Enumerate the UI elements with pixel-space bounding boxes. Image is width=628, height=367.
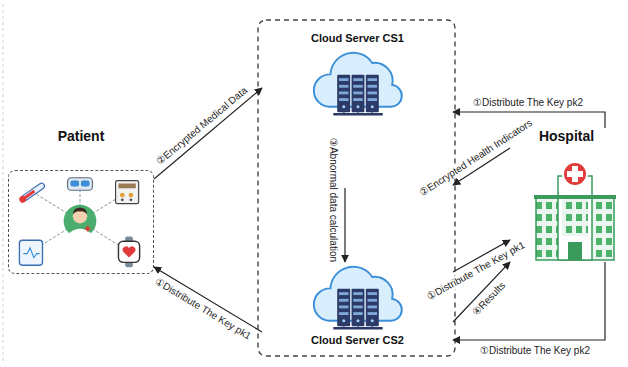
icon-part: [18, 182, 46, 204]
edge-label: ②Encrypted Medical Data: [153, 83, 252, 169]
server-title: Cloud Server CS2: [311, 334, 404, 346]
icon-part: [365, 74, 378, 112]
icon-part: [351, 74, 364, 112]
icon-part: [357, 326, 359, 328]
server-title: Cloud Server CS1: [311, 32, 404, 44]
icon-part: [333, 113, 382, 115]
group-title: Patient: [58, 128, 105, 144]
icon-part: [23, 248, 39, 258]
icon-part: [342, 112, 344, 114]
flow-arrow: [154, 88, 262, 179]
icon-part: [558, 176, 592, 260]
icon-part: [337, 288, 350, 326]
edge-label: ①Distribute The Key pk1: [151, 275, 255, 344]
icon-part: [562, 196, 588, 236]
patient-group: Patient: [8, 128, 154, 274]
icon-part: [568, 242, 582, 260]
icon-part: [121, 198, 124, 201]
icon-part: [68, 229, 93, 239]
edge-label: ②Encrypted Health Indicators: [416, 116, 536, 200]
flow-arrow: [154, 267, 262, 332]
icon-part: [357, 112, 359, 114]
icon-part: [129, 193, 134, 198]
icon-part: [371, 326, 373, 328]
edge-label: ①Distribute The Key pk2: [471, 97, 585, 109]
edge-label: ①Distribute The Key pk2: [478, 345, 592, 357]
icon-part: [118, 184, 135, 189]
icon-part: [333, 327, 382, 329]
icon-part: [18, 195, 27, 204]
icon-part: [31, 184, 129, 251]
group-title: Hospital: [539, 128, 594, 144]
icon-part: [563, 162, 587, 186]
cloud-server-icon: [308, 44, 408, 120]
icon-part: [123, 246, 136, 257]
cloud-server: Cloud Server CS1: [262, 28, 453, 188]
hospital-building-icon: [524, 152, 619, 262]
icon-part: [85, 226, 91, 232]
icon-part: [120, 193, 125, 198]
hospital-group: Hospital: [510, 128, 623, 262]
icon-part: [118, 241, 139, 262]
cloud-server: Cloud Server CS2: [262, 262, 453, 350]
icon-part: [73, 208, 87, 215]
icon-part: [567, 171, 583, 177]
page-margin-line: [3, 4, 4, 363]
icon-part: [81, 181, 90, 187]
icon-part: [365, 288, 378, 326]
edge-label: ③Abnormal data calculation: [327, 136, 339, 264]
icon-part: [337, 74, 350, 112]
edge-label: ①Distribute The Key pk1: [423, 238, 528, 304]
icon-part: [68, 178, 93, 191]
patient-devices-illustration: [9, 171, 151, 271]
icon-part: [19, 240, 42, 265]
patient-dashed-box: [8, 170, 154, 274]
icon-part: [371, 112, 373, 114]
icon-part: [534, 195, 616, 199]
flow-arrow: [344, 188, 345, 262]
cloud-server-icon: [308, 258, 408, 334]
icon-part: [64, 205, 97, 238]
icon-part: [351, 288, 364, 326]
icon-part: [130, 198, 133, 201]
icon-part: [342, 326, 344, 328]
icon-part: [70, 181, 79, 187]
icon-part: [116, 181, 139, 204]
